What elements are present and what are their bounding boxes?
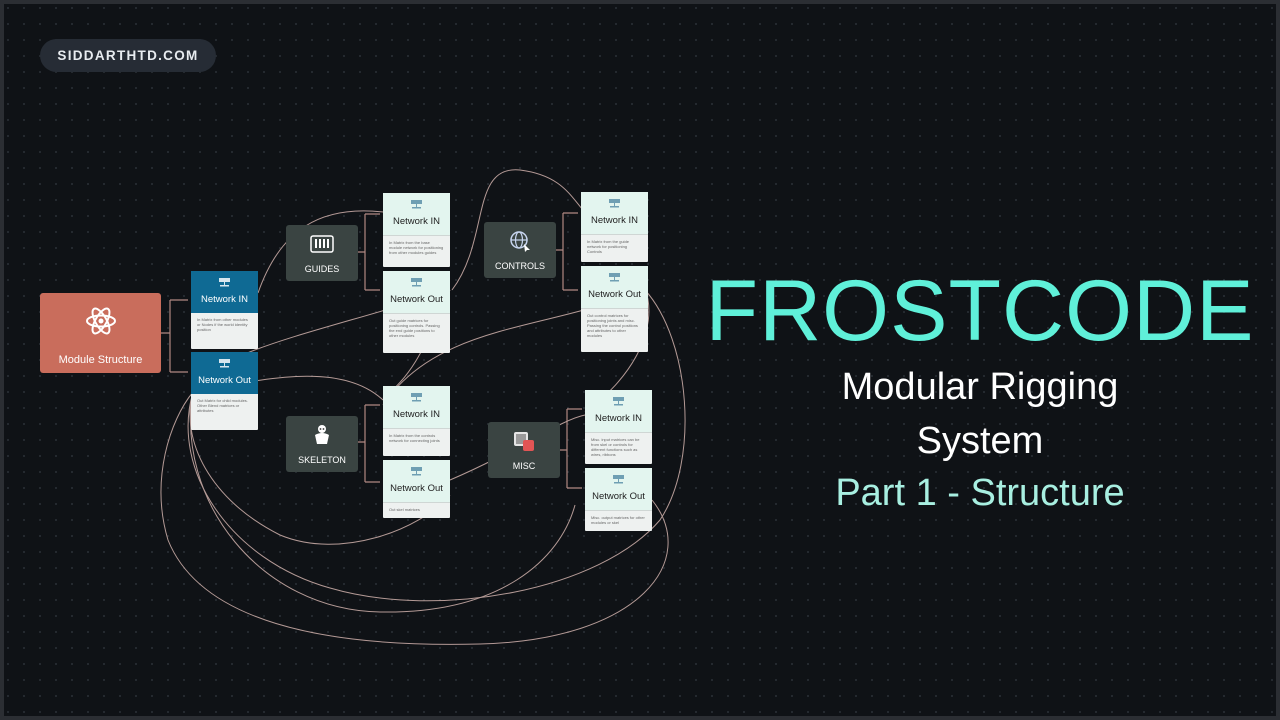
node-description: Misc. output matrices for other modules … — [591, 515, 645, 525]
node-description: In Matrix from the guide network for pos… — [587, 239, 630, 254]
network-icon — [613, 475, 624, 484]
guides-network-in-node[interactable]: Network IN In Matrix from the base modul… — [383, 193, 450, 267]
site-badge: SIDDARTHTD.COM — [40, 39, 216, 72]
network-icon — [219, 359, 230, 368]
controls-network-in-node[interactable]: Network IN In Matrix from the guide netw… — [581, 192, 648, 262]
group-misc[interactable]: MISC — [488, 422, 560, 478]
controls-network-out-node[interactable]: Network Out Out control matrices for pos… — [581, 266, 648, 352]
node-title: Network Out — [390, 483, 443, 494]
group-label: SKELETON — [298, 455, 346, 465]
skeleton-network-out-node[interactable]: Network Out Out skel matrices — [383, 460, 450, 518]
node-title: Network Out — [588, 289, 641, 300]
globe-cursor-icon — [510, 231, 530, 252]
network-icon — [219, 278, 230, 287]
network-icon — [411, 393, 422, 402]
node-title: Network Out — [390, 294, 443, 305]
network-icon — [411, 467, 422, 476]
node-title: Network IN — [201, 294, 248, 305]
subtitle-line-1: Modular Rigging — [841, 366, 1119, 408]
misc-network-in-node[interactable]: Network IN Misc. input matrices can be f… — [585, 390, 652, 464]
module-network-in-node[interactable]: Network IN In Matrix from other modules … — [191, 271, 258, 349]
node-description: Out control matrices for positioning joi… — [587, 313, 638, 338]
group-label: CONTROLS — [494, 261, 545, 271]
node-description: Misc. input matrices can be from skel or… — [591, 437, 640, 457]
keyboard-icon — [310, 235, 334, 253]
node-title: Network IN — [393, 216, 440, 227]
skeleton-icon — [315, 425, 329, 444]
network-icon — [609, 199, 620, 208]
node-title: Network IN — [591, 215, 638, 226]
atom-icon — [86, 307, 116, 335]
node-title: Network IN — [393, 409, 440, 420]
group-label: MISC — [512, 461, 536, 471]
node-title: Network IN — [595, 413, 642, 424]
module-network-out-node[interactable]: Network Out Out Matrix for child modules… — [191, 352, 258, 430]
module-structure-box[interactable]: Module Structure — [40, 293, 161, 373]
node-description: Out guide matrices for positioning contr… — [389, 318, 440, 338]
network-icon — [609, 273, 620, 282]
misc-network-out-node[interactable]: Network Out Misc. output matrices for ot… — [585, 468, 652, 531]
node-description: Out Matrix for child modules. Other Blen… — [197, 398, 248, 413]
skeleton-network-in-node[interactable]: Network IN In Matrix from the controls n… — [383, 386, 450, 456]
network-icon — [613, 397, 624, 406]
module-structure-label: Module Structure — [58, 354, 143, 366]
group-controls[interactable]: CONTROLS — [484, 222, 556, 278]
node-description: Out skel matrices — [389, 507, 420, 512]
network-icon — [411, 200, 422, 209]
misc-icon — [514, 432, 534, 451]
subtitle-part: Part 1 - Structure — [835, 472, 1125, 514]
group-label: GUIDES — [304, 264, 340, 274]
group-skeleton[interactable]: SKELETON — [286, 416, 358, 472]
subtitle-line-2: System — [916, 420, 1044, 462]
guides-network-out-node[interactable]: Network Out Out guide matrices for posit… — [383, 271, 450, 353]
node-title: Network Out — [198, 375, 251, 386]
main-title: FROSTCODE — [705, 263, 1255, 359]
node-description: In Matrix from the base module network f… — [389, 240, 444, 255]
group-guides[interactable]: GUIDES — [286, 225, 358, 281]
node-description: In Matrix from the controls network for … — [389, 433, 440, 443]
node-title: Network Out — [592, 491, 645, 502]
network-icon — [411, 278, 422, 287]
node-description: In Matrix from other modules or Nodes if… — [197, 317, 248, 332]
